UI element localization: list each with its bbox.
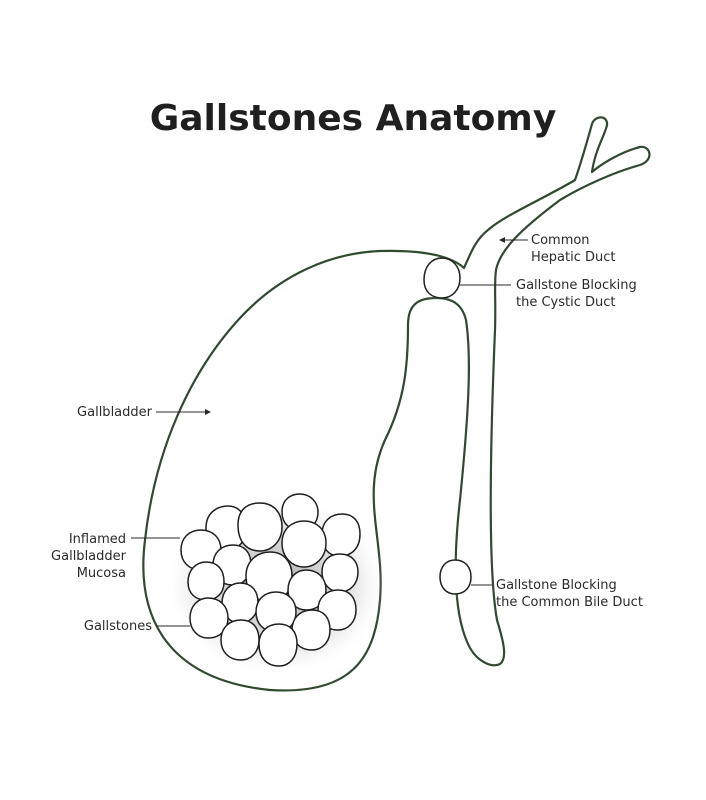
- gallstone: [189, 597, 229, 639]
- label-gallstones: Gallstones: [83, 619, 152, 634]
- gallstone-cluster: [180, 493, 361, 667]
- gallstone: [291, 609, 331, 651]
- label-cystic-duct-stone: Gallstone Blocking the Cystic Duct: [516, 278, 637, 310]
- gallstone: [187, 561, 225, 601]
- gallstone: [237, 502, 283, 552]
- gallstone: [258, 623, 298, 667]
- bile-duct-gallstone: [439, 559, 472, 595]
- gallbladder-outline: [142, 116, 651, 692]
- label-common-hepatic-duct: Common Hepatic Duct: [531, 233, 616, 265]
- gallstone: [321, 513, 361, 557]
- gallstone: [287, 569, 327, 611]
- cystic-duct-gallstone: [423, 257, 461, 299]
- label-bile-duct-stone: Gallstone Blocking the Common Bile Duct: [496, 578, 643, 610]
- label-gallbladder: Gallbladder: [77, 405, 152, 420]
- gallstone: [281, 520, 327, 568]
- gallstone: [220, 619, 260, 661]
- gallstone: [321, 553, 359, 593]
- label-inflamed-mucosa: Inflamed Gallbladder Mucosa: [51, 532, 126, 581]
- page-title: Gallstones Anatomy: [149, 98, 557, 139]
